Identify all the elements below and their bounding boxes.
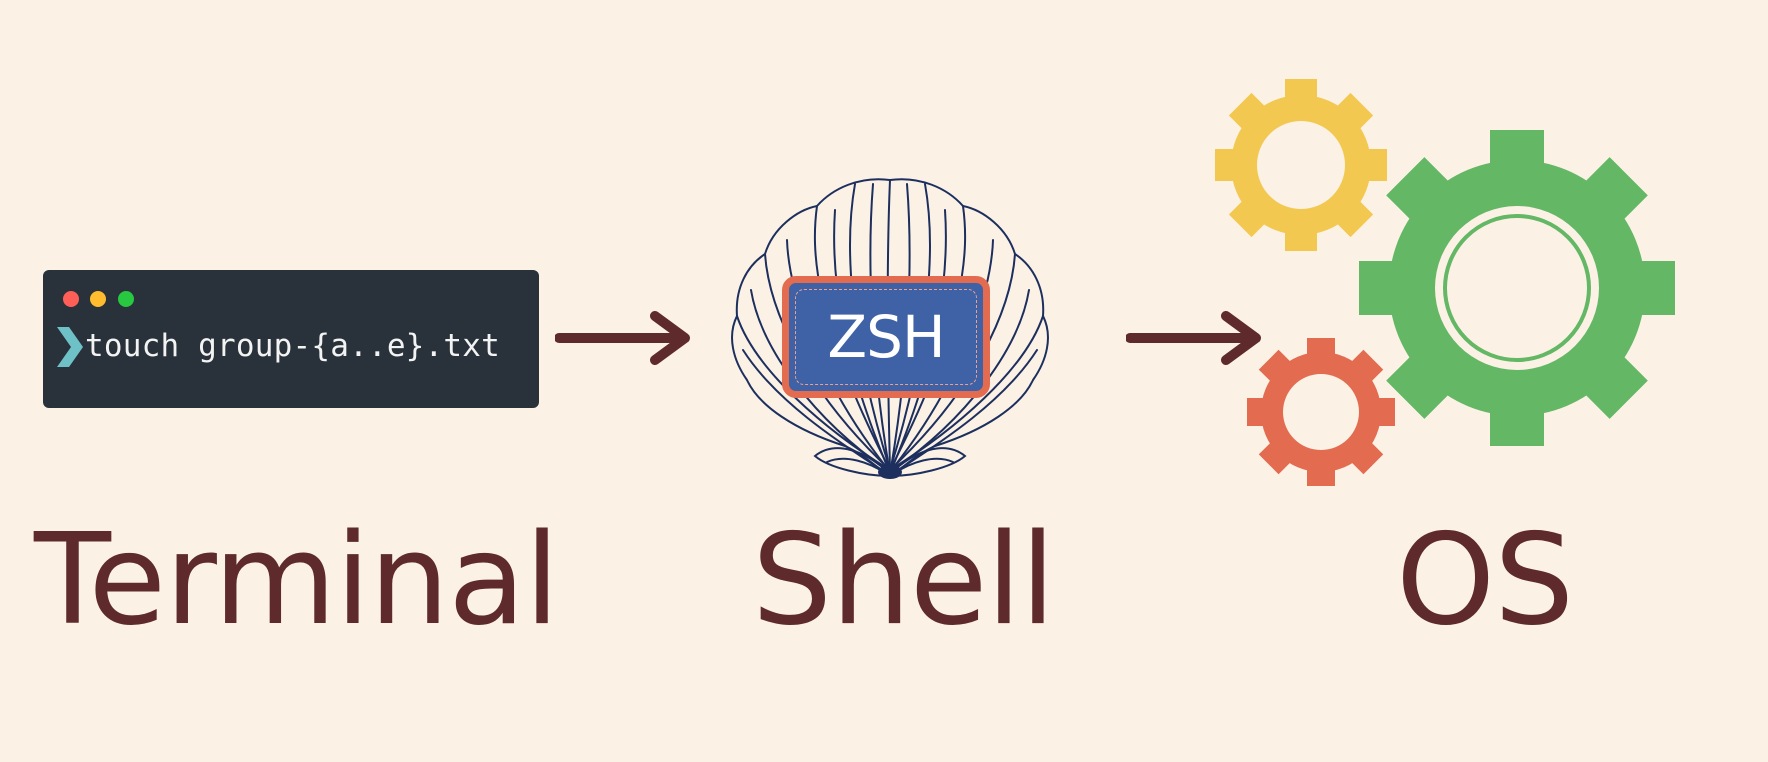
terminal-command: touch group-{a..e}.txt: [85, 328, 500, 364]
prompt-chevron-icon: [57, 327, 83, 367]
gear-red-icon: [1247, 338, 1395, 486]
arrow-right-icon: [555, 311, 690, 365]
terminal-window: touch group-{a..e}.txt: [43, 270, 539, 408]
shell-badge-text: ZSH: [827, 303, 945, 371]
label-os: OS: [1396, 506, 1574, 653]
shell-badge: ZSH: [782, 276, 990, 398]
badge-stitching: [795, 289, 977, 385]
gears-group: [1215, 79, 1675, 486]
arrow-right-icon: [1126, 311, 1261, 365]
close-dot-icon: [63, 291, 79, 307]
label-terminal: Terminal: [34, 506, 559, 653]
gear-large-icon: [1359, 130, 1675, 446]
label-shell: Shell: [752, 506, 1055, 653]
minimize-dot-icon: [90, 291, 106, 307]
gear-yellow-icon: [1215, 79, 1387, 251]
maximize-dot-icon: [118, 291, 134, 307]
